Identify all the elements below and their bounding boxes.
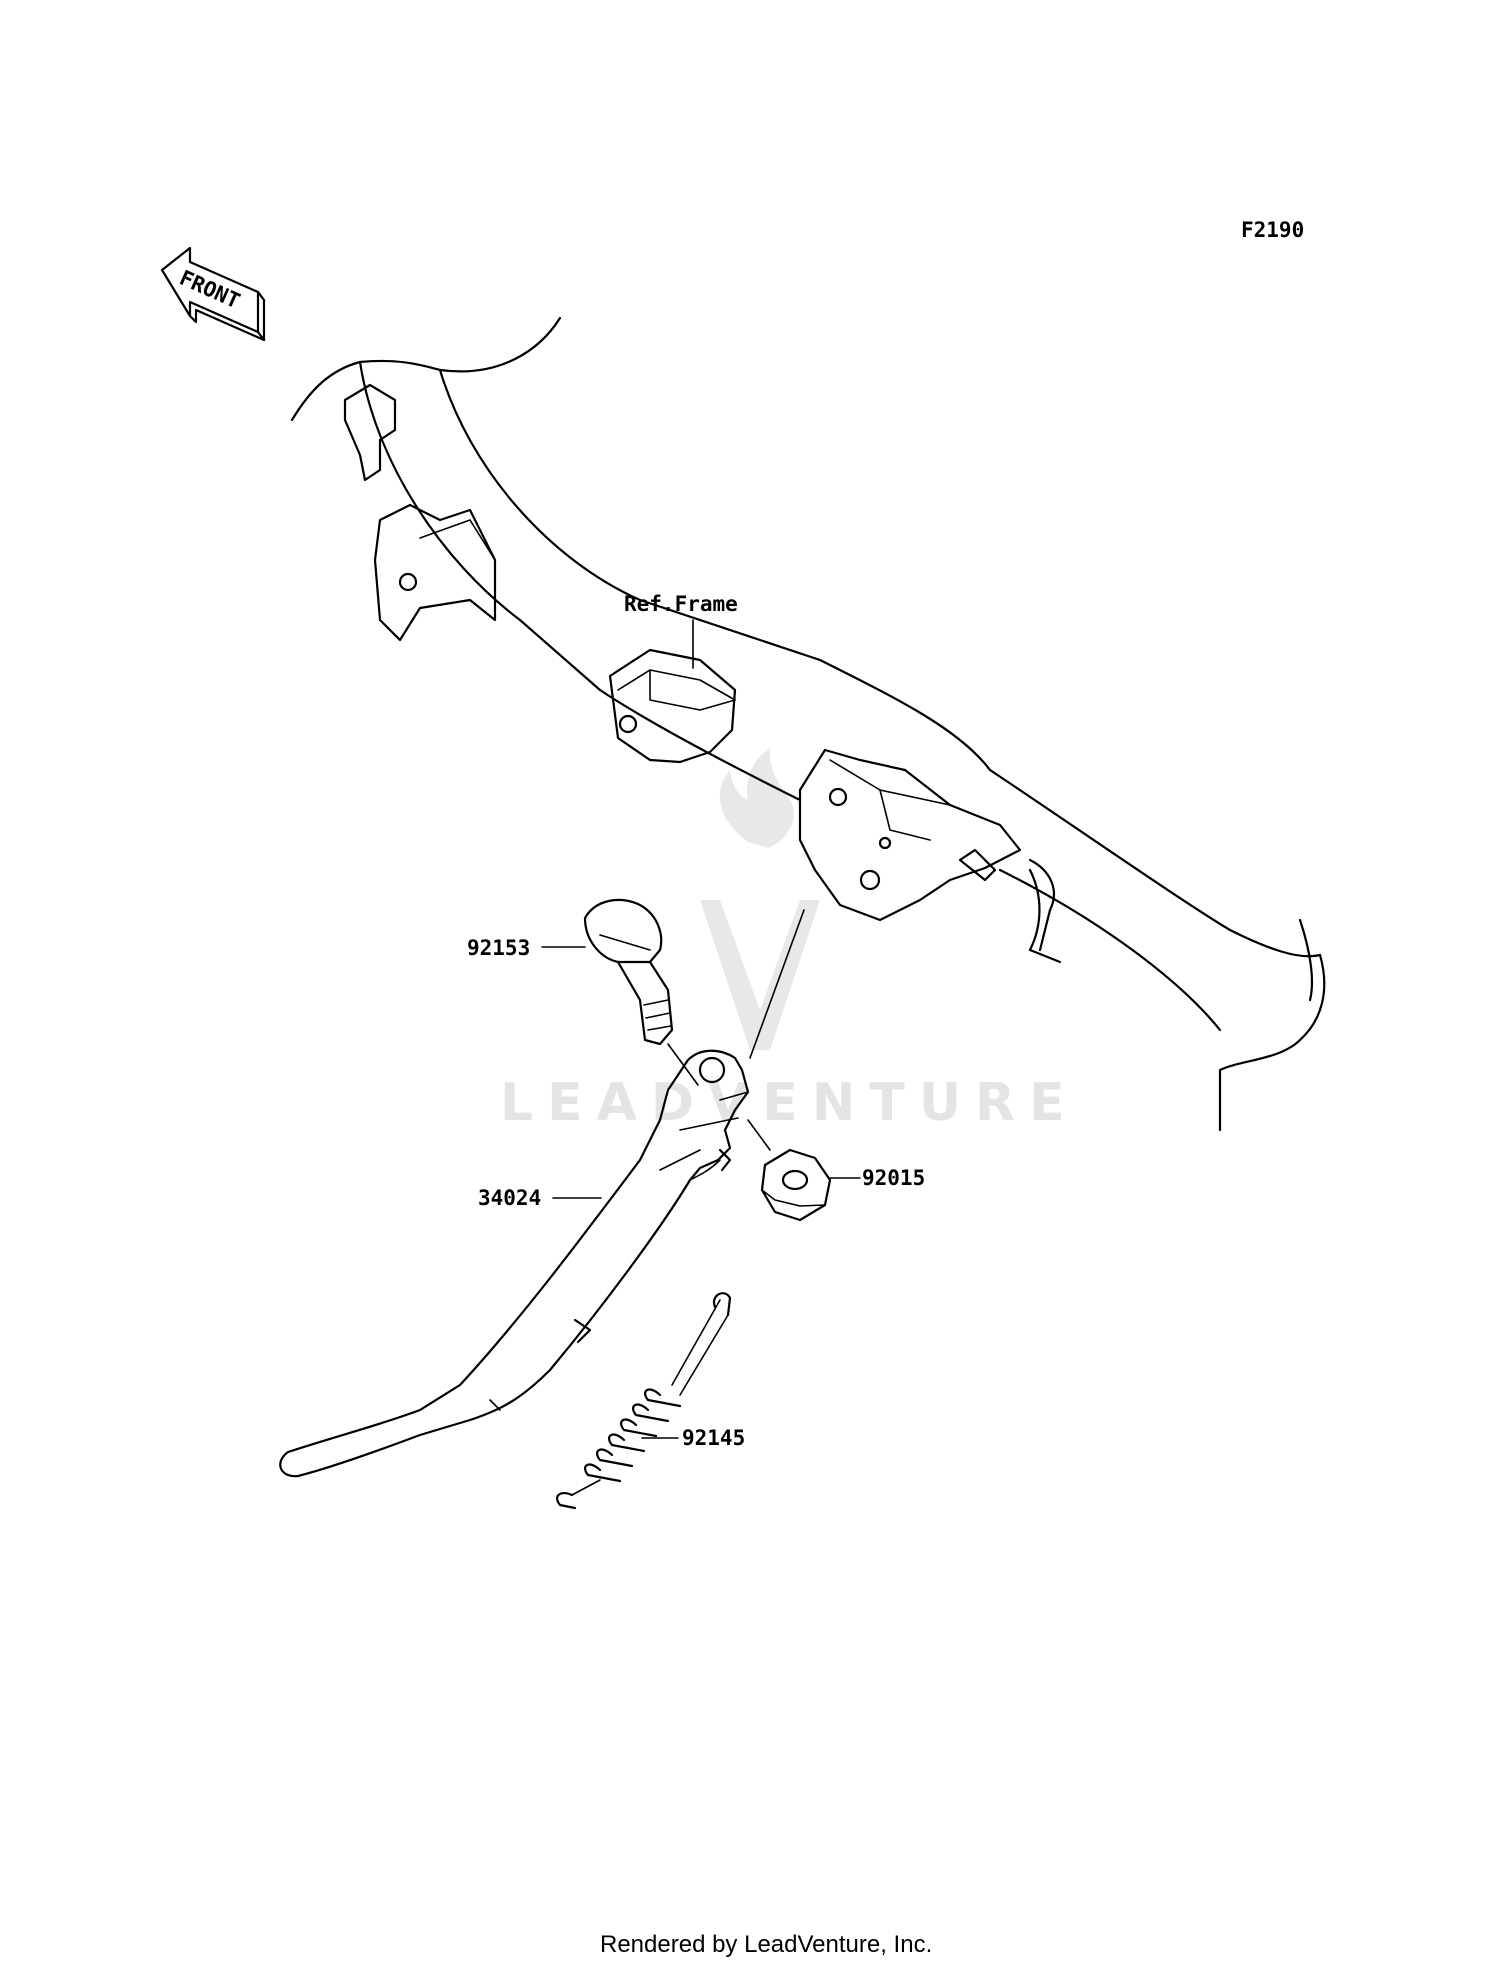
leader-bolt-to-stand	[667, 1043, 699, 1086]
footer-credit: Rendered by LeadVenture, Inc.	[600, 1931, 932, 1958]
callout-92145: 92145	[641, 1426, 745, 1450]
callout-34024: 34024	[478, 1186, 602, 1210]
callout-92015: 92015	[828, 1166, 925, 1190]
stand-label: 34024	[478, 1186, 541, 1210]
nut-92015	[760, 1148, 832, 1222]
watermark-text: LEADVENTURE	[500, 1073, 1079, 1133]
front-label: FRONT	[176, 266, 244, 314]
side-stand-34024	[279, 1049, 750, 1478]
callout-92153: 92153	[467, 936, 586, 960]
spring-label: 92145	[682, 1426, 745, 1450]
frame-assembly	[290, 316, 1326, 1132]
leader-frame-to-stand	[749, 909, 805, 1059]
nut-label: 92015	[862, 1166, 925, 1190]
bolt-92153	[583, 898, 674, 1046]
bolt-label: 92153	[467, 936, 530, 960]
callout-ref-frame: Ref.Frame	[624, 592, 738, 669]
front-arrow-icon: FRONT	[160, 246, 266, 342]
spring-92145	[556, 1292, 732, 1510]
leader-stand-to-nut	[747, 1119, 771, 1151]
ref-frame-label: Ref.Frame	[624, 592, 738, 616]
leadventure-watermark: LEADVENTURE	[500, 748, 1079, 1133]
figure-code: F2190	[1241, 218, 1304, 242]
